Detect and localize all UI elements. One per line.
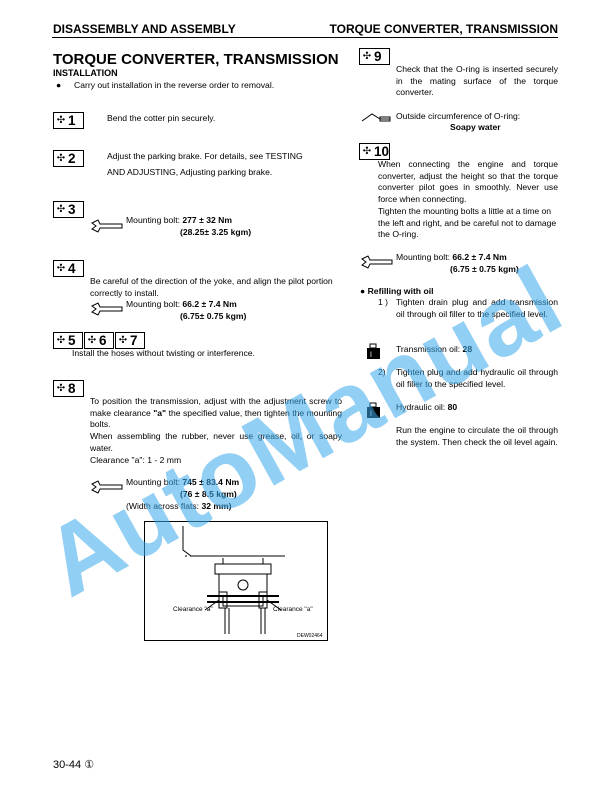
step-badge-4: ✣4 [53, 260, 84, 277]
step1-text: Bend the cotter pin securely. [107, 113, 216, 123]
star-arrows-icon: ✣ [362, 51, 371, 62]
step8-warning: When assembling the rubber, never use gr… [90, 431, 342, 453]
step2-text-line1: Adjust the parking brake. For details, s… [107, 151, 303, 161]
step567-text: Install the hoses without twisting or in… [72, 348, 255, 358]
step-badge-8: ✣8 [53, 380, 84, 397]
star-arrows-icon: ✣ [87, 335, 96, 346]
step10-bolt: Mounting bolt: 66.2 ± 7.4 Nm [396, 252, 507, 262]
step-badge-1: ✣1 [53, 112, 84, 129]
step4-text: Be careful of the direction of the yoke,… [90, 276, 333, 298]
step10-bolt-kgm: (6.75 ± 0.75 kgm) [450, 264, 519, 274]
refill-item2-num: 2) [378, 367, 386, 377]
wrench-icon [91, 302, 123, 316]
star-arrows-icon: ✣ [56, 153, 65, 164]
header-left: DISASSEMBLY AND ASSEMBLY [53, 22, 236, 36]
bullet-icon: ● [360, 286, 368, 296]
oil-can-icon: l [367, 402, 380, 418]
step-badge-6: ✣6 [84, 332, 114, 349]
step-badge-3: ✣3 [53, 201, 84, 218]
figure-code: DEW02464 [297, 633, 323, 639]
oring-label: Outside circumference of O-ring: [396, 111, 521, 121]
figure-label-left: Clearance "a" [173, 606, 213, 613]
header-rule [52, 37, 558, 38]
step3-bolt: Mounting bolt: 277 ± 32 Nm [126, 215, 232, 225]
mount-diagram [182, 526, 285, 634]
page-number: 30-44 ① [53, 759, 95, 771]
header-right: TORQUE CONVERTER, TRANSMISSION [329, 22, 558, 36]
section-title: INSTALLATION [53, 68, 118, 78]
step8-clearance: Clearance "a": 1 - 2 mm [90, 455, 182, 465]
refill-final-text: Run the engine to circulate the oil thro… [396, 425, 558, 447]
step-badge-5: ✣5 [53, 332, 83, 349]
wrench-icon [361, 255, 393, 269]
svg-text:l: l [370, 410, 372, 418]
step8-bolt-kgm: (76 ± 8.5 kgm) [180, 489, 237, 499]
oil1: Transmission oil: 28 [396, 344, 473, 354]
refill-item1-num: 1 ) [378, 297, 389, 307]
oring-value: Soapy water [450, 122, 501, 132]
step9-text: Check that the O-ring is inserted secure… [396, 64, 558, 98]
step-badge-9: ✣9 [359, 48, 390, 65]
intro-bullet-icon: ● [56, 80, 62, 90]
step-badge-7: ✣7 [115, 332, 145, 349]
brush-icon [361, 113, 391, 122]
star-arrows-icon: ✣ [56, 204, 65, 215]
intro-text: Carry out installation in the reverse or… [74, 80, 275, 90]
refill-item1-text: Tighten drain plug and add transmission … [396, 297, 558, 319]
step2-text-line2: AND ADJUSTING, Adjusting parking brake. [107, 167, 273, 177]
star-arrows-icon: ✣ [362, 146, 371, 157]
wrench-icon [91, 219, 123, 233]
clearance-figure: Clearance "a" Clearance "a" DEW02464 [144, 521, 328, 641]
step-badge-10: ✣10 [359, 143, 390, 160]
step8-text: To position the transmission, adjust wit… [90, 396, 342, 430]
step8-width: (Width across flats: 32 mm) [126, 501, 232, 511]
step10-text2: Tighten the mounting bolts a little at a… [378, 206, 557, 240]
step10-text: When connecting the engine and torque co… [378, 159, 558, 204]
star-arrows-icon: ✣ [56, 263, 65, 274]
refill-item2-text: Tighten plug and add hydraulic oil throu… [396, 367, 558, 389]
step3-bolt-kgm: (28.25± 3.25 kgm) [180, 227, 252, 237]
step4-bolt: Mounting bolt: 66.2 ± 7.4 Nm [126, 299, 237, 309]
oil-can-icon: l [367, 343, 380, 359]
star-arrows-icon: ✣ [56, 115, 65, 126]
wrench-icon [91, 480, 123, 494]
figure-label-right: Clearance "a" [273, 606, 313, 613]
refill-title: ● Refilling with oil [360, 286, 434, 296]
oil2: Hydraulic oil: 80 [396, 402, 458, 412]
step-badge-2: ✣2 [53, 150, 84, 167]
svg-text:l: l [370, 351, 372, 359]
star-arrows-icon: ✣ [56, 335, 65, 346]
step8-bolt: Mounting bolt: 745 ± 83.4 Nm [126, 477, 240, 487]
step4-bolt-kgm: (6.75± 0.75 kgm) [180, 311, 247, 321]
star-arrows-icon: ✣ [118, 335, 127, 346]
star-arrows-icon: ✣ [56, 383, 65, 394]
page-title: TORQUE CONVERTER, TRANSMISSION [53, 51, 339, 68]
